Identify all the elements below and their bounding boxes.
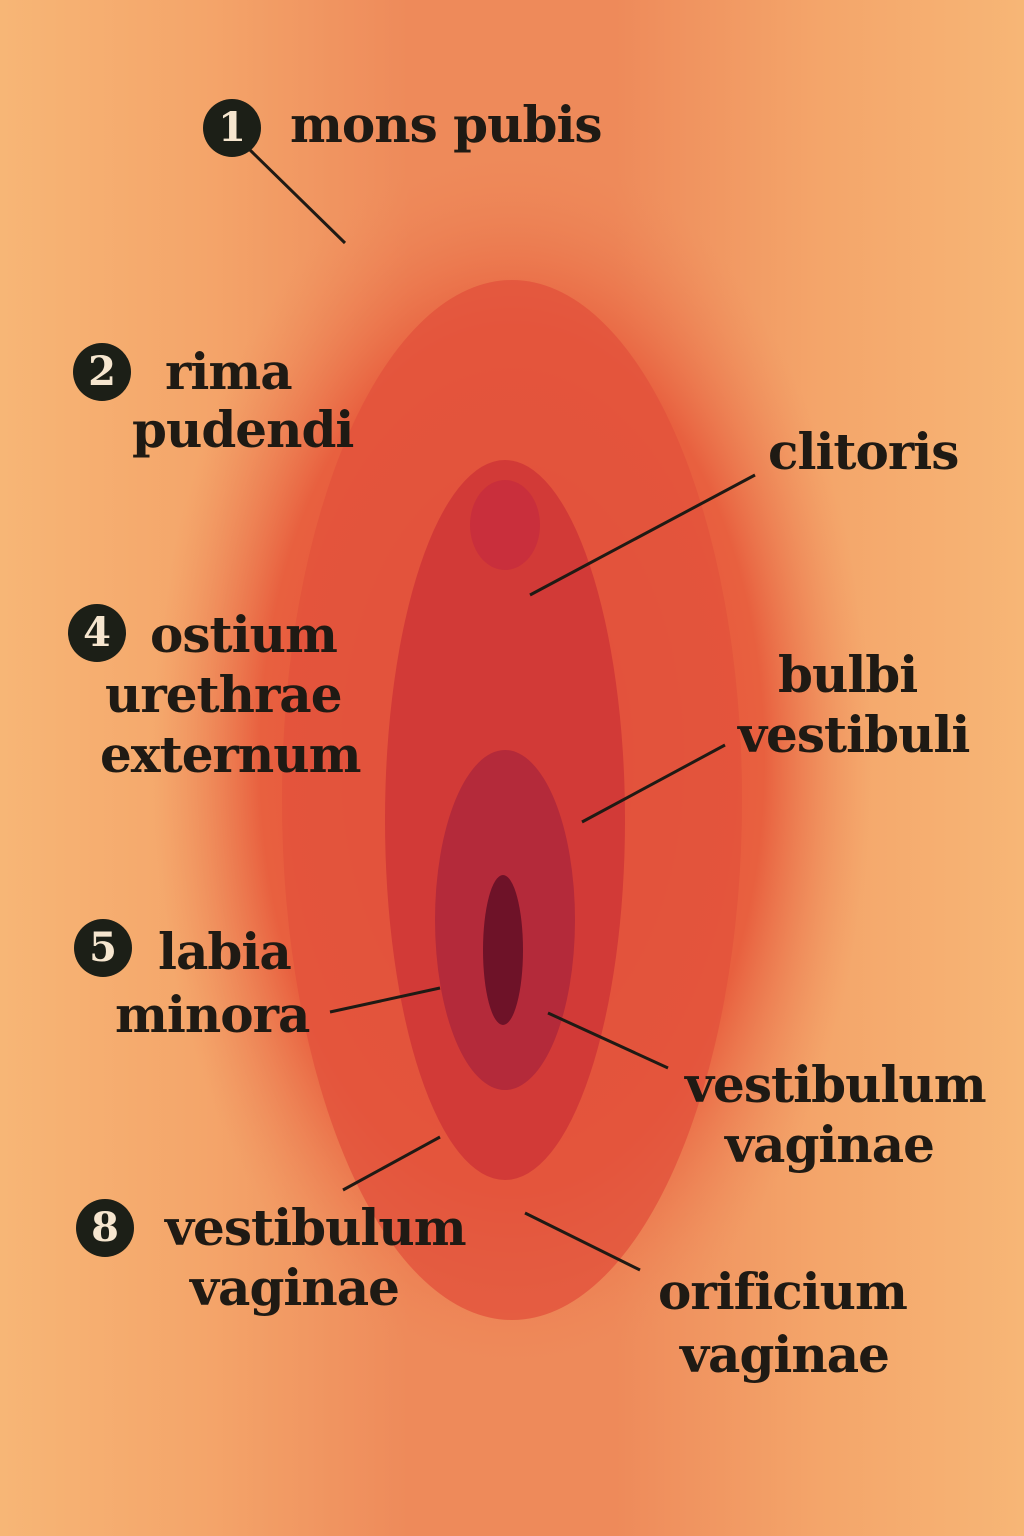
label-text: vestibulum xyxy=(165,1198,467,1257)
number-badge: 8 xyxy=(76,1199,134,1257)
label-text: bulbi xyxy=(778,645,918,704)
label-text: labia xyxy=(158,922,292,981)
number-badge: 4 xyxy=(68,604,126,662)
label-text: mons pubis xyxy=(290,95,603,154)
label-text: rima xyxy=(165,342,293,401)
label-text: urethrae xyxy=(105,665,343,724)
number-badge: 5 xyxy=(74,919,132,977)
label-text: vestibuli xyxy=(738,705,970,764)
clitoris-shape xyxy=(470,480,540,570)
number-badge: 1 xyxy=(203,99,261,157)
label-text: vaginae xyxy=(680,1325,890,1384)
orifice-shape xyxy=(483,875,523,1025)
number-badge: 2 xyxy=(73,343,131,401)
label-text: pudendi xyxy=(132,400,354,459)
leader-lines xyxy=(248,148,756,1272)
label-text: externum xyxy=(100,725,361,784)
label-text: vestibulum xyxy=(685,1055,987,1114)
label-text: vaginae xyxy=(190,1258,400,1317)
label-text: vaginae xyxy=(725,1115,935,1174)
label-text: ostium xyxy=(150,605,338,664)
label-text: clitoris xyxy=(768,422,959,481)
label-text: minora xyxy=(115,985,310,1044)
label-text: orificium xyxy=(658,1262,908,1321)
